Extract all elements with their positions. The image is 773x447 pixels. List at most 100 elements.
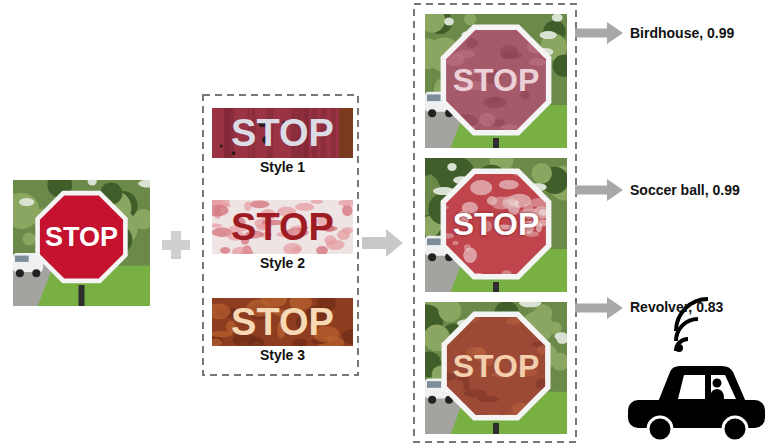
sign-photo-part-part <box>535 277 552 290</box>
style-caption: Style 3 <box>212 347 353 364</box>
style-texture-part <box>212 200 223 206</box>
output-arrow-part <box>575 186 607 195</box>
sign-photo-part <box>493 423 499 434</box>
style-texture-part <box>212 224 223 228</box>
sign-photo-part-part <box>449 401 463 405</box>
sign-photo-part <box>553 55 567 77</box>
sign-photo-part <box>23 233 36 246</box>
style-texture-part <box>342 205 352 216</box>
sign-photo-part-part <box>527 315 536 322</box>
patch-text: STOP <box>212 298 353 346</box>
sign-photo-part-part <box>501 124 519 130</box>
sign-photo-part-part <box>520 28 534 37</box>
sign-photo-part <box>425 14 445 33</box>
sign-photo-part-part <box>544 163 553 178</box>
sign-photo-part-part <box>426 204 449 210</box>
sign-photo-part-part <box>499 180 519 190</box>
class-label: Birdhouse, 0.99 <box>628 24 736 42</box>
plus-bar <box>171 231 181 259</box>
wifi-arc <box>676 319 698 341</box>
style-texture-part <box>338 200 353 206</box>
plus-sign <box>162 231 190 259</box>
sign-photo-part-part <box>454 114 478 128</box>
sign-photo-part <box>427 238 441 245</box>
style-texture-part <box>212 200 353 254</box>
sign-photo-part <box>427 381 441 388</box>
sign-photo-part-part <box>442 233 454 238</box>
sign-photo-part <box>557 336 567 344</box>
sign-photo-part <box>428 253 436 261</box>
sign-photo-part <box>531 163 552 184</box>
sign-photo-part <box>447 163 456 171</box>
output-arrow <box>575 22 623 44</box>
sign-photo-part <box>540 31 557 39</box>
driver-body <box>710 389 724 399</box>
driver-head <box>713 379 722 388</box>
class-label: Soccer ball, 0.99 <box>628 181 742 199</box>
style-texture-part <box>212 200 221 205</box>
patch-area: STOP <box>212 298 353 346</box>
patch-text: STOP <box>212 108 353 158</box>
style-texture-part <box>212 298 353 346</box>
output-arrow-part <box>575 29 607 38</box>
sign-photo-part-part <box>464 389 488 397</box>
output-arrow-part <box>607 22 623 44</box>
sign-photo-part-part <box>436 203 444 210</box>
sign-photo-part-part <box>539 209 548 216</box>
sign-photo-part-part <box>484 96 507 108</box>
sign-photo-part <box>429 158 458 181</box>
sign-photo-part <box>425 302 567 434</box>
sign-photo-part-part <box>506 318 521 326</box>
sign-photo-part <box>439 302 462 322</box>
sign-photo-part <box>425 14 567 148</box>
sign-image: STOP <box>425 158 567 292</box>
car-window <box>678 375 705 399</box>
output-arrow-part <box>607 297 623 319</box>
sign-photo-part-part <box>541 110 555 122</box>
sign-photo-part-part <box>444 114 464 125</box>
style-patch: STOPStyle 1 <box>212 108 353 176</box>
sign-image: STOP <box>425 14 567 148</box>
style-texture-part <box>220 145 223 148</box>
wifi-dot <box>675 344 683 352</box>
car-window <box>711 375 736 399</box>
sign-photo-part <box>32 269 40 277</box>
sign-photo-part <box>552 14 563 22</box>
sign-photo-part-part <box>470 180 492 195</box>
style-caption: Style 1 <box>212 159 353 176</box>
sign-photo-part-part <box>502 270 512 278</box>
style-texture-part <box>339 108 353 158</box>
sign-photo-part-part <box>436 39 453 47</box>
output-arrow <box>575 179 623 201</box>
sign-photo-part-part <box>427 327 451 333</box>
sign-photo-part-part <box>486 413 501 420</box>
sign-photo-part <box>15 256 29 262</box>
style-group-frame <box>203 95 358 375</box>
sign-text: STOP <box>425 61 567 99</box>
sign-photo-part-part <box>453 270 472 285</box>
sign-image: STOP <box>425 302 567 434</box>
sign-photo-part-part <box>509 161 531 176</box>
sign-photo-part-part <box>459 168 474 173</box>
sign-photo-part-part <box>462 312 480 323</box>
prediction-label: Soccer ball, 0.99 <box>628 181 742 199</box>
sign-photo-part-part <box>548 198 559 213</box>
sign-photo-part <box>427 94 441 101</box>
car-icon <box>628 299 765 441</box>
transform-arrow <box>362 229 403 257</box>
style-patch: STOPStyle 2 <box>212 200 353 272</box>
sign-photo-part-part <box>547 334 556 346</box>
style-texture-part <box>220 247 230 254</box>
sign-photo-part-part <box>456 50 476 58</box>
sign-photo-part-part <box>474 273 484 278</box>
sign-photo-part <box>464 14 476 25</box>
class-label: Revolver, 0.83 <box>628 298 725 316</box>
style-texture-part <box>310 200 323 204</box>
style-texture-part <box>212 304 230 320</box>
prediction-label: Birdhouse, 0.99 <box>628 24 736 42</box>
style-caption: Style 2 <box>212 255 353 272</box>
car-cabin <box>658 366 746 402</box>
sign-photo-part <box>493 282 499 292</box>
style-texture-part <box>342 329 353 344</box>
style-texture-part <box>212 339 222 347</box>
